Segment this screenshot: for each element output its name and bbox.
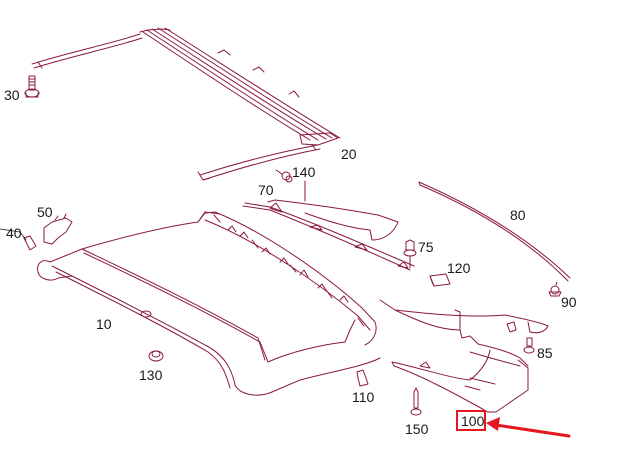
part-85-screw-icon: [523, 337, 535, 354]
part-label-30[interactable]: 30: [4, 87, 20, 103]
part-label-110[interactable]: 110: [352, 389, 375, 405]
part-label-130[interactable]: 130: [139, 367, 163, 383]
part-100-upper-arm: [379, 299, 549, 339]
part-40-clip-icon: [23, 235, 37, 251]
part-label-120[interactable]: 120: [447, 260, 471, 276]
part-130-grommet-icon: [148, 350, 164, 362]
part-90-fastener-icon: [548, 281, 562, 297]
part-10-parcel-shelf: [37, 211, 381, 396]
part-110-clip-icon: [356, 369, 369, 387]
highlight-box-100: [456, 410, 486, 431]
part-label-50[interactable]: 50: [37, 204, 53, 220]
part-label-70[interactable]: 70: [258, 182, 274, 198]
part-150-screw-icon: [410, 387, 422, 416]
part-label-90[interactable]: 90: [561, 294, 577, 310]
part-30-bolt-icon: [24, 75, 40, 98]
part-100-lower-trim: [391, 335, 529, 413]
part-75-clip-icon: [403, 239, 417, 269]
part-20-roof-frame: [31, 27, 341, 181]
part-140-screw-icon: [275, 169, 306, 202]
part-label-10[interactable]: 10: [96, 316, 112, 332]
part-label-150[interactable]: 150: [405, 421, 429, 437]
part-label-40[interactable]: 40: [6, 225, 22, 241]
part-120-bracket-icon: [429, 273, 451, 287]
part-label-85[interactable]: 85: [537, 345, 553, 361]
part-10-serrated-edge: [197, 211, 377, 346]
part-label-100[interactable]: 100: [461, 413, 485, 429]
part-label-140[interactable]: 140: [292, 164, 316, 180]
part-label-75[interactable]: 75: [418, 239, 434, 255]
part-label-80[interactable]: 80: [510, 207, 526, 223]
part-label-20[interactable]: 20: [341, 146, 357, 162]
part-50-bracket-icon: [43, 213, 73, 245]
part-80-molding-strip: [418, 181, 571, 282]
highlight-arrow-icon: [486, 417, 571, 438]
part-70-trim-panel: [242, 199, 415, 271]
leader-lines: [0, 228, 27, 241]
